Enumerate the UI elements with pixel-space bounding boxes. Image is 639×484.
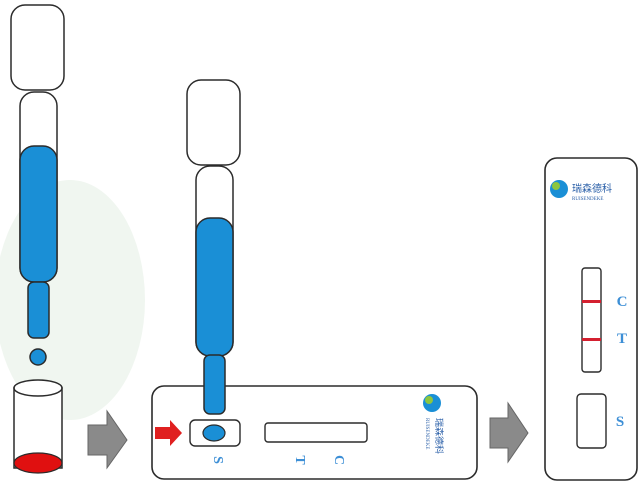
gray-arrow-icon [489,401,529,464]
line-label-t: T [617,331,627,347]
test-line [582,338,601,341]
logo-brand-en: RUISENDEKE [424,418,429,449]
gray-arrow-icon [87,409,128,470]
sample-well-frame [576,393,607,449]
control-line [582,300,601,303]
dropper-1-tip [27,281,50,339]
tube-rim [13,379,63,397]
line-label-c: C [617,294,628,310]
logo-brand-cn: 瑞森德科 [433,418,445,454]
red-arrow-icon [155,420,182,446]
red-sample [13,452,63,474]
result-window [264,422,368,443]
dropper-1-liquid [19,145,58,283]
logo-globe [423,394,441,412]
logo-leaf [425,396,433,404]
logo-icon [423,394,441,412]
logo-icon [550,180,568,198]
line-label-c: C [331,455,346,465]
well-label-s: S [616,414,624,430]
sample-well [202,424,226,442]
sample-tube [13,379,63,474]
dropper-2-tip [203,354,226,415]
line-label-t: T [292,455,307,465]
logo-brand-cn: 瑞森德科 [572,182,612,195]
dropper-2-liquid [195,217,234,357]
drop-1 [29,348,47,366]
vertical-cassette: 瑞森德科 RUISENDEKE C T S [544,157,638,481]
logo-leaf [552,182,560,190]
logo-brand-en: RUISENDEKE [572,197,603,202]
result-window [581,267,602,373]
dropper-2-bulb [186,79,241,166]
horizontal-cassette: S T C 瑞森德科 RUISENDEKE [151,385,478,480]
logo-globe [550,180,568,198]
dropper-1-bulb [10,4,65,91]
well-label-s: S [210,456,225,464]
dropper-2 [186,79,241,415]
dropper-1 [10,4,65,366]
